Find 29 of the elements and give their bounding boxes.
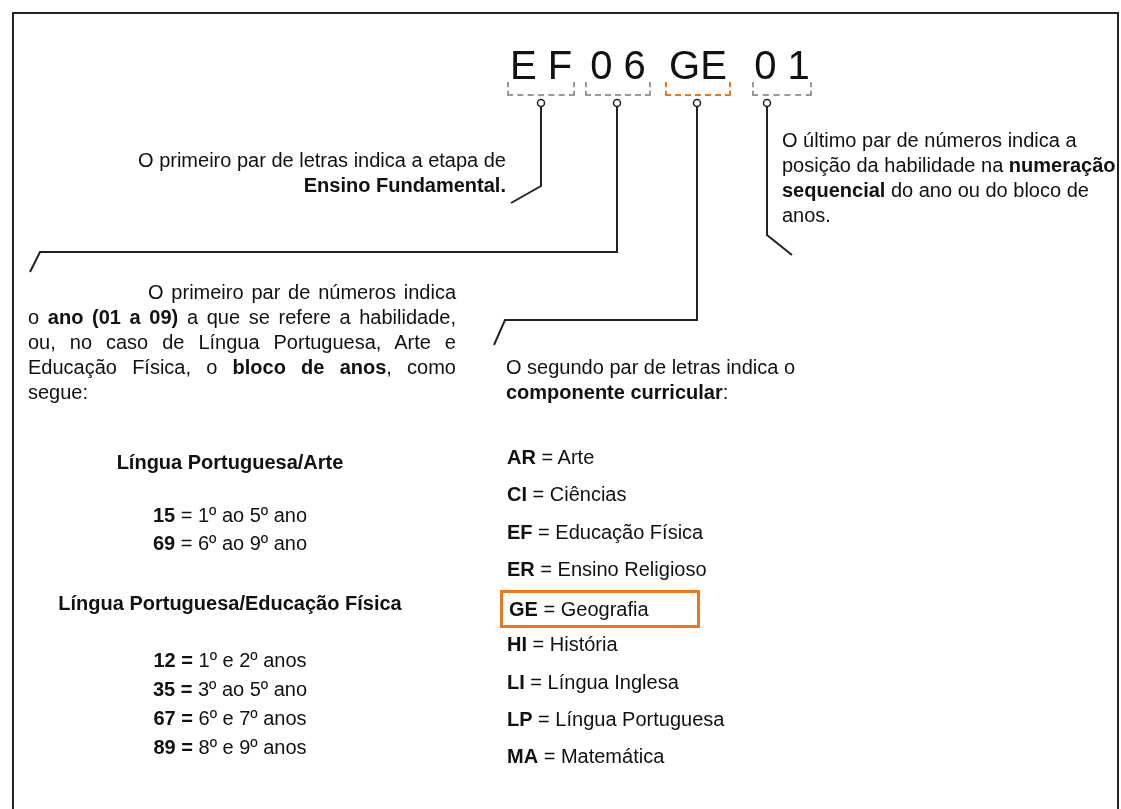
code-segment: GE — [661, 43, 735, 103]
code-entry: ER = Ensino Religioso — [507, 557, 707, 581]
highlighted-entry: GE = Geografia — [500, 590, 700, 628]
code-entry: LP = Língua Portuguesa — [507, 707, 725, 731]
code-entry: 69 = 6º ao 9º ano — [152, 531, 308, 555]
code-entry: 67 = 6º e 7º anos — [153, 706, 307, 730]
code-entry: HI = História — [507, 632, 618, 656]
code-entry: 15 = 1º ao 5º ano — [152, 503, 308, 527]
leader-line — [29, 98, 622, 273]
code-entry: 12 = 1º e 2º anos — [153, 648, 307, 672]
leader-line — [510, 98, 546, 204]
code-entry: AR = Arte — [507, 445, 595, 469]
code-segment: 0 6 — [581, 43, 655, 103]
code-entry: MA = Matemática — [507, 744, 665, 768]
group-heading: Língua Portuguesa/Arte — [116, 450, 344, 474]
code-entry: EF = Educação Física — [507, 520, 704, 544]
code-entry: CI = Ciências — [507, 482, 627, 506]
callout-text: O primeiro par de letras indica a etapa de Ensino Fundamental. — [124, 148, 512, 208]
callout-text: O segundo par de letras indica o componente curricular: — [490, 343, 850, 423]
code-entry: 89 = 8º e 9º anos — [153, 735, 307, 759]
callout-text: O primeiro par de números indica o ano (01 a 09) a que se refere a habilidade, ou, no caso de Língua Portuguesa, Arte e Educação Física, o bloco de anos, como segue: — [28, 272, 456, 422]
callout-text: O último par de números indica a posição da habilidade na numeração sequencial do ano ou do bloco de anos. — [780, 128, 1118, 255]
leader-line — [762, 98, 793, 256]
code-segment: E F — [503, 43, 579, 103]
leader-line — [493, 98, 702, 346]
code-segment: 0 1 — [748, 43, 816, 103]
group-heading: Língua Portuguesa/Educação Física — [58, 591, 402, 615]
code-entry: 35 = 3º ao 5º ano — [152, 677, 308, 701]
code-entry: LI = Língua Inglesa — [507, 670, 679, 694]
